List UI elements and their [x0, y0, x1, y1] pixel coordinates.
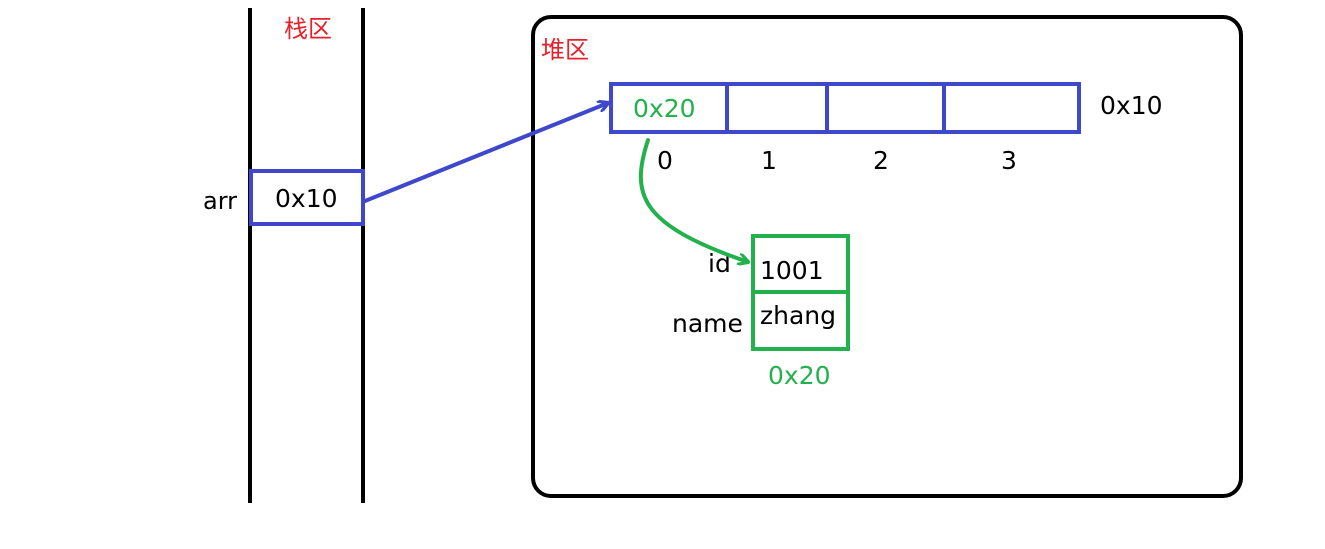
object-address: 0x20: [768, 361, 831, 390]
object-field-value: zhang: [760, 301, 836, 330]
array-to-object-arrow: [638, 138, 748, 262]
heap-title: 堆区: [541, 36, 589, 64]
heap-border: [531, 15, 1243, 498]
heap-object: id 1001 name zhang 0x20: [672, 234, 850, 390]
array-outline: [609, 82, 1081, 134]
object-field-name: id: [708, 249, 731, 278]
stack-var-cell: [249, 169, 365, 226]
stack-var-value: 0x10: [275, 184, 338, 213]
heap-array: 0x20 0x10 0 1 2 3: [609, 82, 1163, 175]
array-index: 3: [1001, 146, 1017, 175]
stack-to-array-arrow: [363, 103, 608, 203]
object-field-value: 1001: [760, 256, 824, 285]
heap-region: 堆区 0x20 0x10 0 1 2 3 id 1001 name zhang …: [531, 15, 1243, 498]
array-cell-value: 0x20: [633, 94, 696, 123]
array-index: 1: [761, 146, 777, 175]
array-address: 0x10: [1100, 91, 1163, 120]
array-index: 0: [657, 146, 673, 175]
stack-region: 栈区 arr 0x10: [203, 8, 365, 503]
stack-var-name: arr: [203, 187, 237, 215]
stack-title: 栈区: [284, 15, 332, 43]
array-index: 2: [873, 146, 889, 175]
object-field-name: name: [672, 309, 743, 338]
